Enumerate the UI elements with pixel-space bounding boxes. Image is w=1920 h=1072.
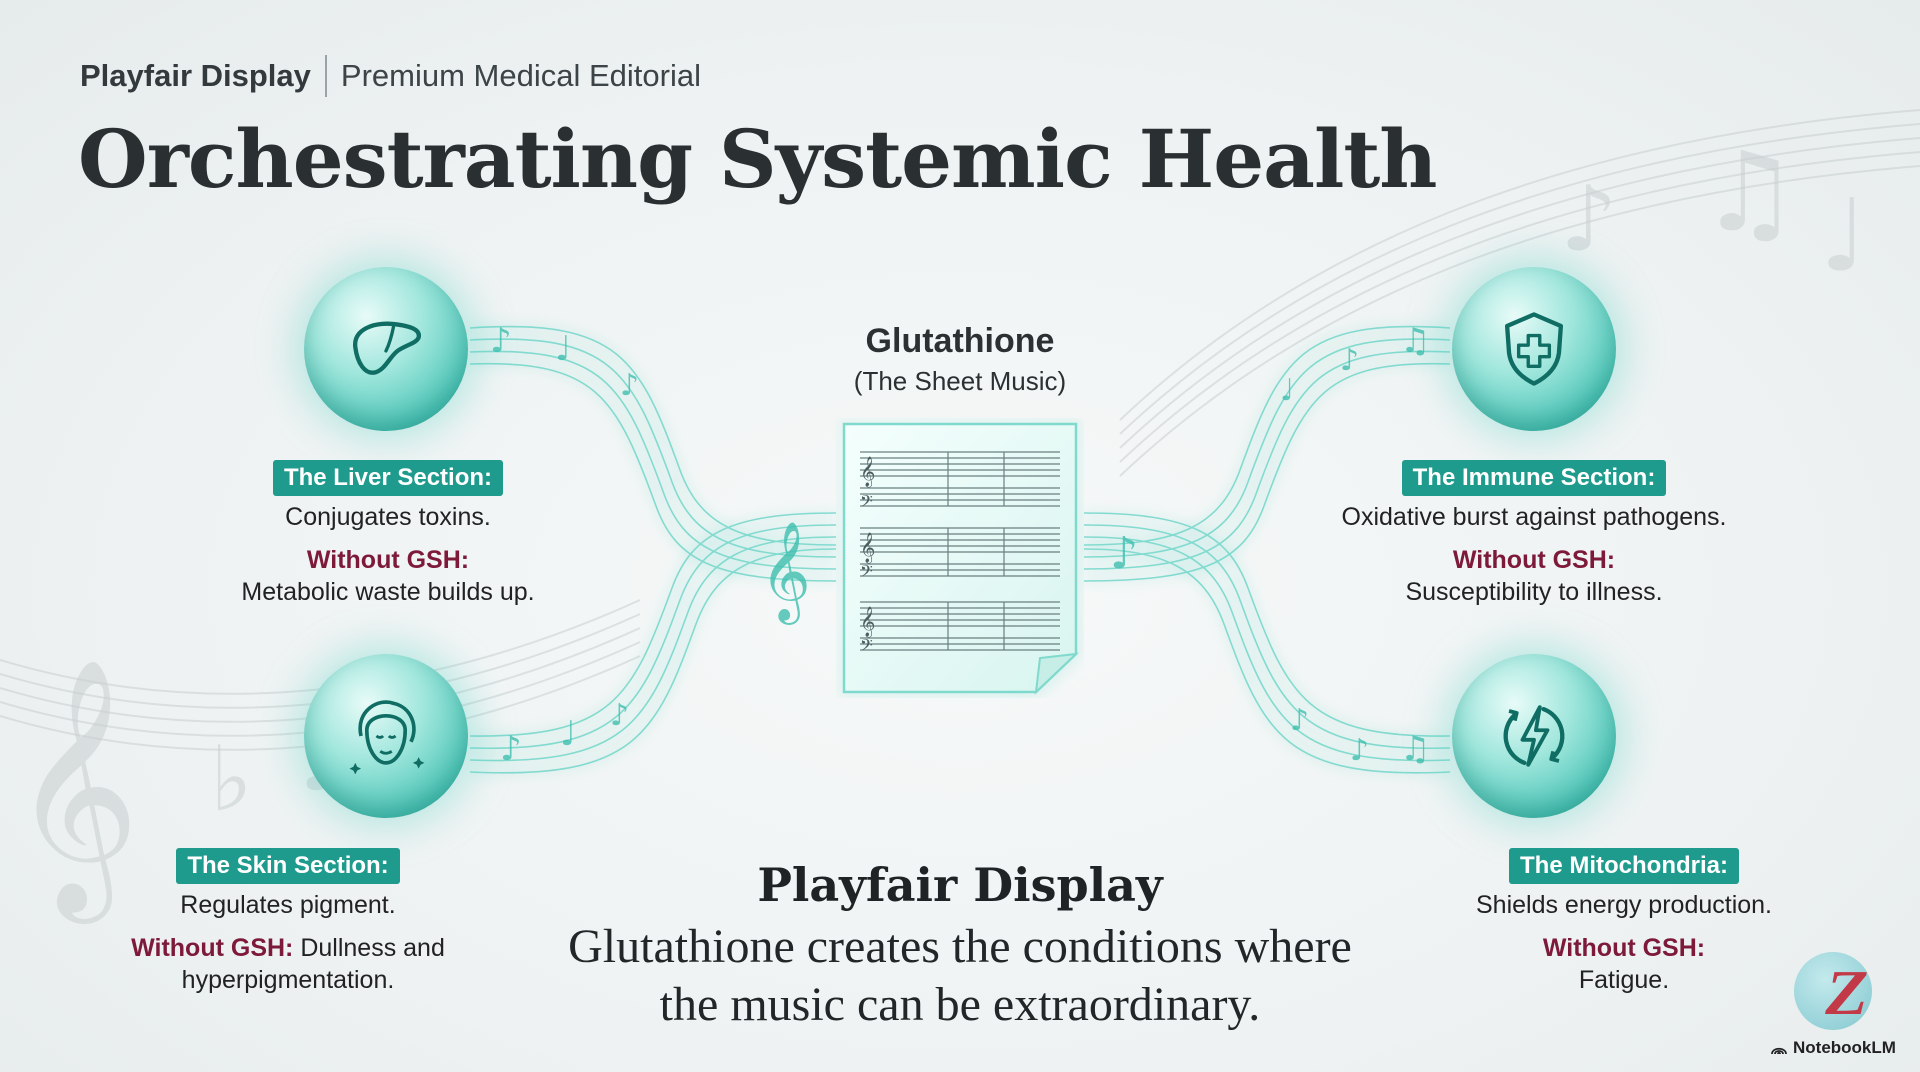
- music-note-icon-immune-3: ♩: [1280, 373, 1294, 408]
- bg-note-2: ♫: [1700, 128, 1799, 256]
- staff-liver: [469, 325, 837, 546]
- energy-bolt-icon: [1503, 705, 1565, 767]
- skin-section-description: Regulates pigment.: [180, 891, 396, 919]
- bg-treble-clef: 𝄞: [10, 656, 140, 924]
- liver-without-label: Without GSH:: [306, 546, 470, 574]
- svg-text:𝄞: 𝄞: [860, 606, 875, 638]
- music-note-icon-liver-1: ♪: [490, 321, 512, 361]
- music-note-icon-mito-1: ♫: [1400, 729, 1430, 769]
- footer-line-2: the music can be extraordinary.: [659, 978, 1261, 1031]
- mitochondria-section-label: The Mitochondria:: [1509, 848, 1739, 884]
- staff-immune: [1083, 325, 1451, 546]
- skin-node: [304, 654, 468, 818]
- svg-text:𝄢: 𝄢: [860, 561, 873, 585]
- face-icon: [349, 700, 425, 775]
- sheet-music-icon: 𝄞𝄢 𝄞𝄢 𝄞𝄢: [842, 422, 1079, 695]
- music-note-icon-liver-3: ♪: [620, 368, 639, 403]
- footer-font-name: Playfair Display: [757, 858, 1163, 912]
- liver-section-description: Conjugates toxins.: [285, 503, 491, 531]
- header-subtitle: Premium Medical Editorial: [340, 58, 701, 93]
- treble-clef-icon: 𝄞: [760, 521, 811, 625]
- liver-icon: [353, 321, 421, 375]
- liver-without-gsh: Without GSH: Metabolic waste builds up.: [158, 544, 618, 608]
- music-note-icon-mito-3: ♪: [1290, 703, 1309, 738]
- page-title: Orchestrating Systemic Health: [78, 112, 1437, 206]
- svg-text:𝄢: 𝄢: [860, 635, 873, 659]
- header-label: Playfair Display Premium Medical Editori…: [80, 52, 701, 100]
- immune-section-description: Oxidative burst against pathogens.: [1341, 503, 1727, 531]
- music-note-icon-immune-2: ♪: [1340, 343, 1359, 378]
- immune-node: [1452, 267, 1616, 431]
- liver-node: [304, 267, 468, 431]
- immune-without-gsh: Without GSH: Susceptibility to illness.: [1304, 544, 1764, 608]
- mitochondria-node: [1452, 654, 1616, 818]
- logo-badge: [1794, 952, 1872, 1030]
- liver-section: The Liver Section: Conjugates toxins. Wi…: [158, 460, 618, 608]
- footer-tagline: Glutathione creates the conditions where…: [460, 918, 1460, 1034]
- staff-mitochondria: [1083, 524, 1451, 750]
- skin-section-label: The Skin Section:: [176, 848, 400, 884]
- skin-section: The Skin Section: Regulates pigment. Wit…: [58, 848, 518, 996]
- svg-text:𝄞: 𝄞: [860, 532, 875, 564]
- skin-without-text-1: Dullness and: [300, 934, 445, 962]
- music-note-icon-right: ♪: [1110, 528, 1138, 579]
- center-subtitle: (The Sheet Music): [853, 366, 1067, 396]
- skin-without-gsh: Without GSH: Dullness and hyperpigmentat…: [58, 932, 518, 996]
- header-divider: [324, 55, 327, 97]
- bg-flat: ♭: [210, 727, 252, 832]
- bg-note-3: ♩: [1820, 177, 1867, 294]
- center-title: Glutathione: [865, 322, 1055, 360]
- skin-without-label: Without GSH:: [131, 934, 294, 962]
- immune-without-text: Susceptibility to illness.: [1405, 578, 1663, 606]
- music-note-icon-liver-2: ♩: [555, 329, 571, 369]
- logo-letter: Z: [1819, 957, 1875, 1028]
- mitochondria-without-label: Without GSH:: [1542, 934, 1706, 962]
- music-note-icon-skin-3: ♪: [610, 698, 629, 733]
- notebooklm-icon: [1771, 1047, 1787, 1055]
- bg-note-1: ♪: [1560, 167, 1617, 272]
- svg-text:𝄢: 𝄢: [860, 491, 873, 515]
- staff-skin: [469, 524, 837, 750]
- mitochondria-section-description: Shields energy production.: [1475, 891, 1773, 919]
- liver-without-text: Metabolic waste builds up.: [241, 578, 535, 606]
- music-note-icon-skin-1: ♪: [500, 729, 522, 769]
- mitochondria-without-text: Fatigue.: [1578, 966, 1670, 994]
- footer-line-1: Glutathione creates the conditions where: [568, 920, 1352, 973]
- music-note-icon-mito-2: ♪: [1350, 733, 1369, 768]
- mitochondria-without-gsh: Without GSH: Fatigue.: [1394, 932, 1854, 996]
- immune-section-label: The Immune Section:: [1401, 460, 1667, 496]
- notebooklm-brand: NotebookLM: [1770, 1038, 1896, 1058]
- skin-without-text-2: hyperpigmentation.: [181, 966, 395, 994]
- shield-cross-icon: [1504, 312, 1564, 386]
- mitochondria-section: The Mitochondria: Shields energy product…: [1394, 848, 1854, 996]
- liver-section-label: The Liver Section:: [272, 460, 504, 496]
- svg-text:𝄞: 𝄞: [860, 456, 875, 488]
- music-note-icon-immune-1: ♫: [1400, 321, 1430, 361]
- header-font-name: Playfair Display: [80, 58, 311, 93]
- brand-label: NotebookLM: [1793, 1038, 1896, 1057]
- immune-without-label: Without GSH:: [1452, 546, 1616, 574]
- immune-section: The Immune Section: Oxidative burst agai…: [1304, 460, 1764, 608]
- music-note-icon-skin-2: ♩: [560, 714, 576, 754]
